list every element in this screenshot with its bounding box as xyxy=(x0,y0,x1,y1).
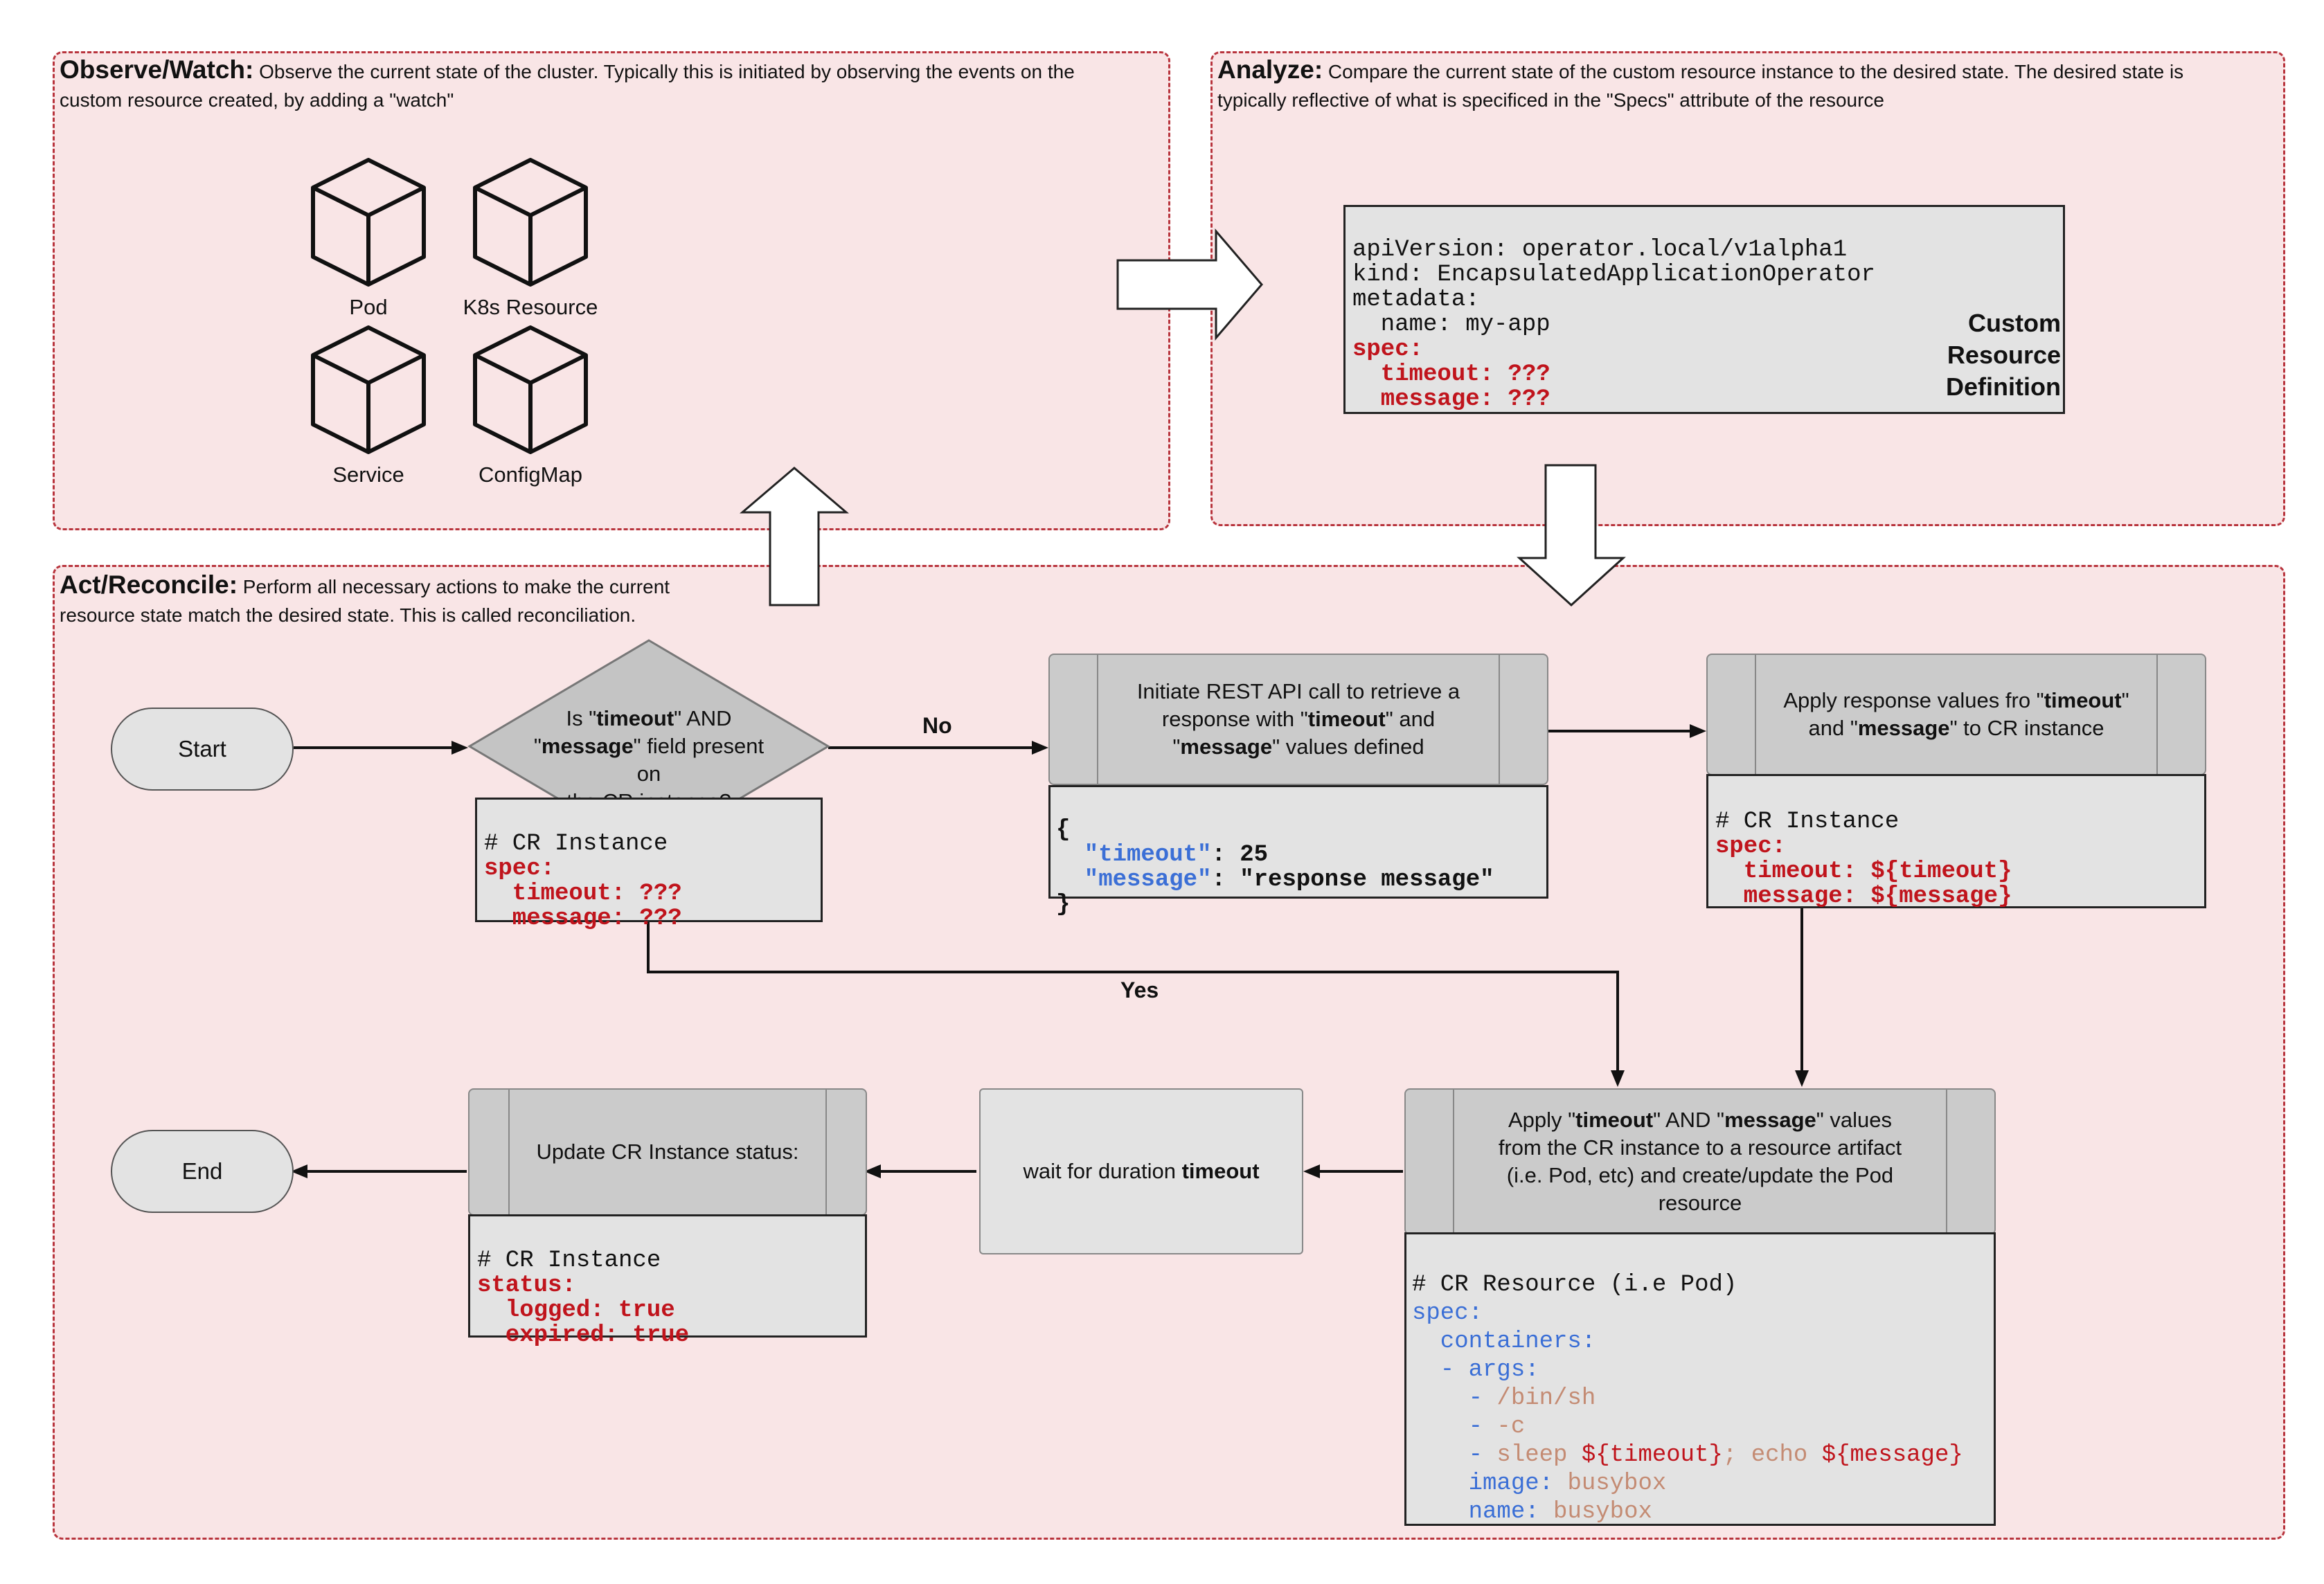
observe-description: Observe/Watch: Observe the current state… xyxy=(60,55,1075,111)
block-arrow-right xyxy=(1116,228,1263,341)
observe-watch-panel xyxy=(53,51,1170,530)
resource-label-service: Service xyxy=(332,462,404,487)
rest-call-process: Initiate REST API call to retrieve a res… xyxy=(1048,654,1548,785)
cube-icon xyxy=(311,158,426,287)
cube-icon xyxy=(473,158,588,287)
cr-resource-pod: # CR Resource (i.e Pod) spec: containers… xyxy=(1404,1232,1996,1526)
analyze-description: Analyze: Compare the current state of th… xyxy=(1217,55,2184,111)
resource-label-configmap: ConfigMap xyxy=(479,462,582,487)
label-yes: Yes xyxy=(1120,978,1159,1002)
custom-resource-definition: apiVersion: operator.local/v1alpha1 kind… xyxy=(1343,205,2065,414)
apply-artifact-process: Apply "timeout" AND "message" values fro… xyxy=(1404,1088,1996,1235)
cr-instance-status: # CR Instance status: logged: true expir… xyxy=(468,1214,867,1348)
label-no: No xyxy=(922,713,952,738)
observe-title: Observe/Watch: xyxy=(60,55,254,84)
end-terminal: End xyxy=(111,1130,294,1213)
apply-response-process: Apply response values fro "timeout" and … xyxy=(1706,654,2206,775)
cube-icon xyxy=(473,325,588,454)
block-arrow-down xyxy=(1517,464,1626,607)
resource-label-k8s: K8s Resource xyxy=(463,295,598,319)
decision-question: Is "timeout" AND "message" field present… xyxy=(533,706,765,813)
act-title: Act/Reconcile: xyxy=(60,570,238,599)
update-status-process: Update CR Instance status: xyxy=(468,1088,867,1216)
block-arrow-up xyxy=(740,467,849,606)
wait-process: wait for duration timeout xyxy=(979,1088,1303,1254)
analyze-title: Analyze: xyxy=(1217,55,1323,84)
cube-icon xyxy=(311,325,426,454)
start-terminal: Start xyxy=(111,708,294,791)
cr-instance-templated: # CR Instance spec: timeout: ${timeout} … xyxy=(1706,774,2206,909)
act-description: Act/Reconcile: Perform all necessary act… xyxy=(60,570,670,626)
cr-instance-unset: # CR Instance spec: timeout: ??? message… xyxy=(475,798,823,931)
crd-label: Custom Resource Definition xyxy=(1946,309,2061,401)
resource-label-pod: Pod xyxy=(349,295,388,319)
rest-response-json: { "timeout": 25 "message": "response mes… xyxy=(1048,785,1548,917)
